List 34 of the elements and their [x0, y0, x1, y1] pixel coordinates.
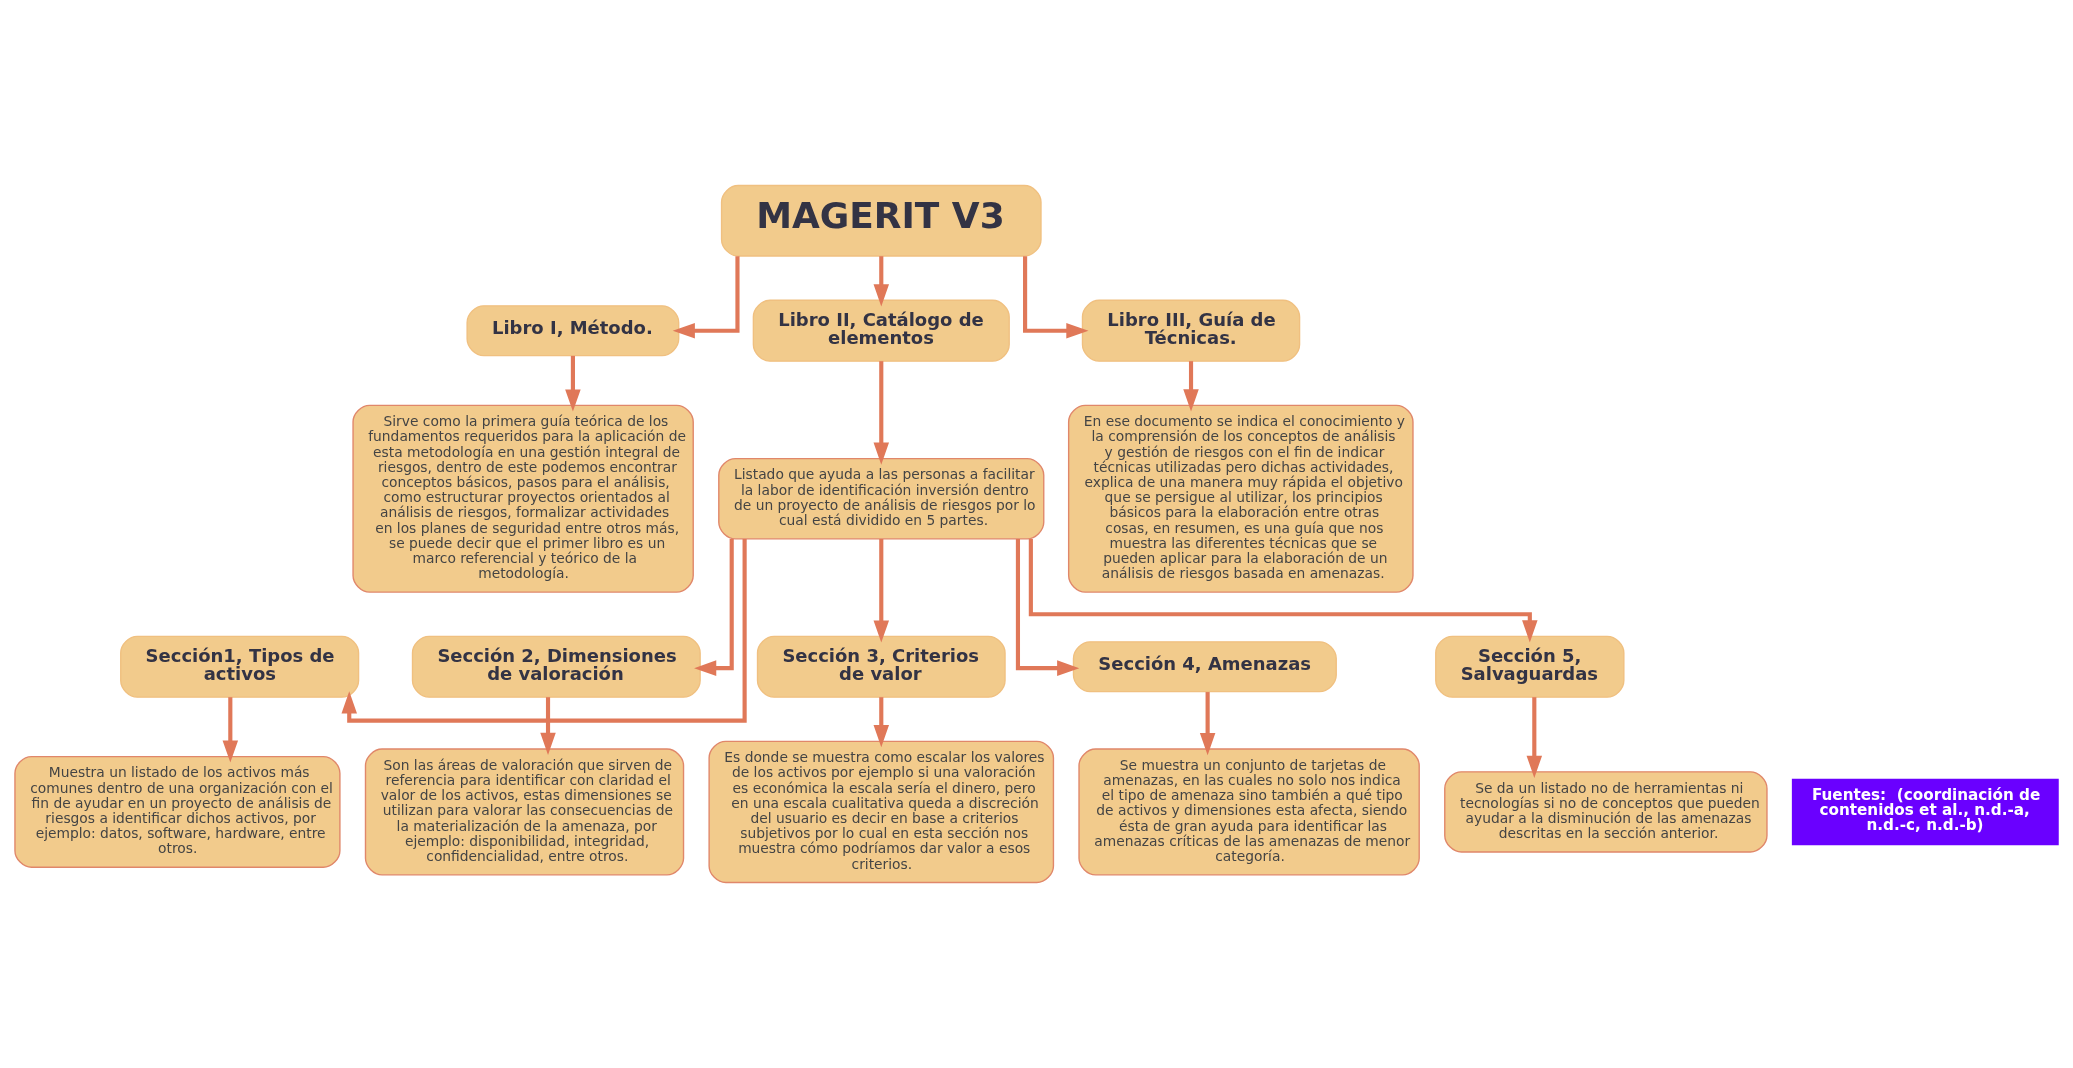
node-box: Libro II, Catálogo de elementos	[752, 299, 1010, 362]
arrow	[873, 256, 890, 307]
arrow	[1028, 539, 1538, 643]
node-box: Listado que ayuda a las personas a facilitar la labor de identificación inversión dentro de un proyecto de análisis de riesgos por lo cual está dividido en 5 partes.	[718, 457, 1045, 540]
node-box: Se da un listado no de herramientas ni tecnologías si no de conceptos que pueden ayudar a la disminución de las amenazas descritas en la sección anterior.	[1444, 771, 1768, 853]
node-box: Libro I, Método.	[466, 305, 680, 357]
arrow	[540, 697, 556, 755]
arrow	[222, 697, 239, 763]
arrow	[694, 538, 734, 676]
node-box: En ese documento se indica el conocimiento y la comprensión de los conceptos de análisis y gestión de riesgos con el fin de indicar técnicas utilizadas pero dichas actividades, explica de una manera muy rápida el objetivo que se persigue al utilizar, los principios básicos para la elaboración entre otras cosas, en resumen, es una guía que nos muestra las diferentes técnicas que se pueden aplicar para la elaboración de un análisis de riesgos basada en amenazas.	[1067, 404, 1414, 593]
node-box: Se muestra un conjunto de tarjetas de amenazas, en las cuales no solo nos indica el tipo de amenaza sino también a qué tipo de activos y dimensiones esta afecta, siendo ésta de gran ayuda para identificar las amenazas críticas de las amenazas de menor categoría.	[1078, 748, 1420, 876]
node-box: Muestra un listado de los activos más comunes dentro de una organización con el fin de ayudar en un proyecto de análisis de riesgos a identificar dichos activos, por ejemplo: datos, software, hardware, entre otros.	[14, 755, 341, 868]
arrow	[1023, 256, 1089, 339]
node-box: Sección1, Tipos de activos	[120, 635, 360, 698]
node-box: MAGERIT V3	[720, 184, 1042, 257]
node-box: Sección 4, Amenazas	[1072, 641, 1337, 693]
arrow	[341, 538, 747, 723]
arrow	[1526, 697, 1543, 778]
arrow	[672, 256, 740, 339]
node-box: Sección 5, Salvaguardas	[1435, 635, 1625, 698]
arrow	[873, 697, 890, 748]
node-box: Son las áreas de valoración que sirven de referencia para identificar con claridad el valor de los activos, estas dimensiones se utilizan para valorar las consecuencias de la materialización de la amenaza, por ejemplo: disponibilidad, integridad, confidencialidad, entre otros.	[364, 748, 685, 876]
arrow	[873, 539, 890, 643]
arrow	[565, 355, 581, 412]
node-box: Fuentes: (coordinación de contenidos et al., n.d.-a, n.d.-c, n.d.-b)	[1791, 778, 2059, 846]
arrow	[1015, 538, 1080, 676]
arrow	[1199, 692, 1216, 756]
node-box: Es donde se muestra como escalar los valores de los activos por ejemplo si una valoración es económica la escala sería el dinero, pero en una escala cualitativa queda a discreción del usuario es decir en base a criterios subjetivos por lo cual en esta sección nos muestra cómo podríamos dar valor a esos criterios.	[708, 740, 1055, 884]
node-box: Sirve como la primera guía teórica de los fundamentos requeridos para la aplicación de esta metodología en una gestión integral de riesgos, dentro de este podemos encontrar conceptos básicos, pasos para el análisis, como estructurar proyectos orientados al análisis de riesgos, formalizar actividades en los planes de seguridad entre otros más, se puede decir que el primer libro es un marco referencial y teórico de la metodología.	[352, 404, 694, 593]
node-box: Sección 2, Dimensiones de valoración	[411, 635, 701, 698]
arrow	[1183, 361, 1199, 412]
arrow	[873, 361, 890, 465]
node-box: Sección 3, Criterios de valor	[756, 635, 1006, 698]
node-box: Libro III, Guía de Técnicas.	[1081, 299, 1301, 362]
